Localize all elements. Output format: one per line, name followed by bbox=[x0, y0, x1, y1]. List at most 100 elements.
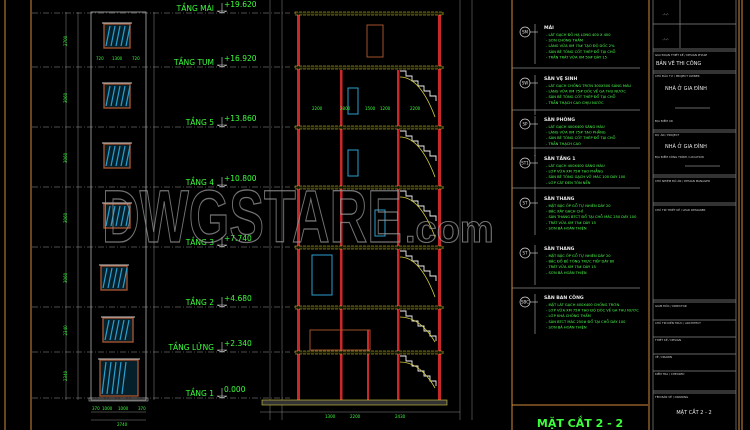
wall bbox=[340, 70, 343, 405]
stair-stringer bbox=[399, 136, 436, 178]
watermark-logo: DWGSTARE bbox=[102, 175, 402, 258]
level-marker-icon bbox=[216, 237, 228, 248]
drawing-title: MẶT CẮT 2 - 2 bbox=[537, 415, 623, 430]
level-marker-icon bbox=[216, 297, 228, 308]
note-line: - SƠN CHỐNG THẤM bbox=[546, 38, 583, 43]
door-opening bbox=[347, 149, 359, 177]
note-code: SM bbox=[522, 30, 529, 35]
row-architect: CHỦ TRÌ KIẾN TRÚC / ARCHITECT bbox=[655, 319, 701, 325]
owner-label: CHỦ ĐẦU TƯ / PROJECT OWNER bbox=[655, 73, 700, 78]
note-title: SÀN VỆ SINH bbox=[544, 74, 577, 82]
note-line: - SƠN BẢ HOÀN THIỆN bbox=[546, 225, 587, 230]
stair-flight bbox=[400, 310, 437, 341]
note-line: - MẶT BẬC ỐP GỖ TỰ NHIÊN DÀY 20 bbox=[546, 203, 611, 208]
row-checked: KIỂM TRA / CHECKED bbox=[655, 371, 684, 376]
project-label: DỰ ÁN / PROJECT bbox=[655, 132, 680, 137]
floor-height-dim: 2700 bbox=[63, 35, 68, 46]
stair-stringer bbox=[399, 361, 436, 389]
note-code: SBC bbox=[521, 300, 529, 305]
door-opening bbox=[311, 254, 333, 296]
window bbox=[102, 82, 132, 109]
floor-height-dim: 3060 bbox=[63, 152, 68, 163]
section-dim: 1500 bbox=[365, 106, 376, 111]
drawing-label: TÊN BẢN VẼ / DRAWING bbox=[654, 394, 688, 399]
location-label: ĐỊA ĐIỂM CÔNG TRÌNH / LOCATION bbox=[655, 154, 704, 159]
floor-slab bbox=[294, 65, 444, 70]
window-width-dim: 720 bbox=[132, 56, 140, 61]
note-line: - SÀN BÊ TÔNG CỐT THÉP ĐỔ TẠI CHỖ bbox=[546, 94, 616, 99]
window bbox=[102, 22, 132, 49]
sheet-frame bbox=[4, 0, 743, 430]
level-elevation: 0.000 bbox=[224, 385, 246, 394]
window bbox=[102, 142, 132, 169]
note-line: - MẶT BẬC ỐP GỖ TỰ NHIÊN DÀY 20 bbox=[546, 253, 611, 258]
drawing-value: MẶT CẮT 2 - 2 bbox=[676, 408, 711, 416]
floor-height-dim: 2340 bbox=[63, 325, 68, 336]
window bbox=[99, 264, 129, 291]
wall bbox=[367, 330, 369, 400]
row-director: GIÁM ĐỐC / DIRECTOR bbox=[655, 303, 687, 308]
date-mark-1: ../../.. bbox=[662, 12, 669, 16]
level-name: TẦNG 5 bbox=[185, 117, 215, 127]
note-line: - LÁNG VỮA XM 75# DỐC VỀ GA THU NƯỚC bbox=[546, 89, 626, 94]
note-code: SP bbox=[523, 122, 529, 127]
note-line: - SƠN BẢ HOÀN THIỆN bbox=[546, 270, 587, 275]
window bbox=[102, 202, 132, 229]
stair-stringer bbox=[399, 76, 436, 118]
note-line: - SƠN BẢ HOÀN THIỆN bbox=[546, 324, 587, 329]
note-line: - SÀN THANG BTCT ĐỔ TẠI CHỖ MÁC 250 DÀY … bbox=[546, 214, 637, 219]
note-line: - TRÁT VỮA XM 75# DÀY 15 bbox=[546, 264, 596, 269]
bottom-width-dim: 1000 bbox=[118, 406, 129, 411]
level-marker-icon bbox=[216, 117, 228, 128]
note-line: - LỚP CÁT ĐEN TÔN NỀN bbox=[546, 180, 591, 185]
floor-height-dim: 2340 bbox=[63, 370, 68, 381]
door-opening bbox=[366, 24, 384, 58]
lead-label: CHỦ TRÌ THIẾT KẾ / LEAD DESIGNER bbox=[655, 206, 706, 212]
note-line: - LÁT GẠCH 400X400 SÁNG MÀU bbox=[546, 163, 605, 168]
note-title: SÀN BAN CÔNG bbox=[544, 294, 584, 301]
door-opening bbox=[374, 209, 386, 237]
level-name: TẦNG 4 bbox=[185, 177, 215, 187]
phase-label: GIAI ĐOẠN THIẾT KẾ / DESIGN PHASE bbox=[655, 51, 707, 57]
row-design: THIẾT KẾ / DESIGN bbox=[654, 336, 681, 342]
level-marker-icon bbox=[216, 57, 228, 68]
window bbox=[101, 316, 135, 343]
finish-note: SP SÀN PHÒNG- LÁT GẠCH 400X400 SÁNG MÀU - … bbox=[512, 116, 640, 156]
level-elevation: +7.740 bbox=[224, 234, 252, 243]
stair-flight bbox=[400, 355, 437, 386]
note-code: ST bbox=[523, 201, 529, 206]
wall bbox=[297, 13, 300, 403]
floor-slab bbox=[294, 185, 444, 190]
note-line: - LỚP VỮA XM 75# TẠO ĐỘ DỐC VỀ GA THU NƯ… bbox=[546, 308, 639, 313]
level-name: TẦNG TUM bbox=[173, 57, 214, 67]
door-opening bbox=[309, 329, 371, 351]
stair-stringer bbox=[399, 196, 436, 238]
note-line: - LÁT GẠCH 400X400 SÁNG MÀU bbox=[546, 124, 605, 129]
note-line: - SÀN BÊ TÔNG CỐT THÉP ĐỔ TẠI CHỖ bbox=[546, 135, 616, 140]
level-elevation: +10.800 bbox=[224, 174, 257, 183]
stair-stringer bbox=[399, 256, 436, 298]
bottom-width-dim: 370 bbox=[92, 406, 100, 411]
note-title: SÀN PHÒNG bbox=[544, 116, 575, 123]
section-dim: 2200 bbox=[350, 414, 361, 419]
window-width-dim: 1300 bbox=[112, 56, 123, 61]
note-line: - LÁT GẠCH ĐỎ HẠ LONG 400 X 400 bbox=[546, 32, 611, 37]
level-name: TẦNG LỬNG bbox=[167, 342, 214, 352]
section-dim: 2430 bbox=[395, 414, 406, 419]
watermark-logo-suffix: .com bbox=[405, 209, 494, 251]
level-name: TẦNG 3 bbox=[185, 237, 215, 247]
window bbox=[98, 358, 140, 397]
note-line: - LÁT GẠCH CHỐNG TRƠN 300X300 SÁNG MÀU bbox=[546, 83, 631, 88]
title-block: ../../.. ../../.. GIAI ĐOẠN THIẾT KẾ / D… bbox=[652, 0, 737, 430]
level-name: TẦNG 1 bbox=[185, 388, 215, 398]
stair-stringer bbox=[399, 316, 436, 343]
note-line: - LÁNG VỮA XM 75# TẠO ĐỘ DỐC 2% bbox=[546, 43, 615, 48]
window-width-dim: 720 bbox=[96, 56, 104, 61]
note-title: SÀN THANG bbox=[544, 245, 575, 252]
